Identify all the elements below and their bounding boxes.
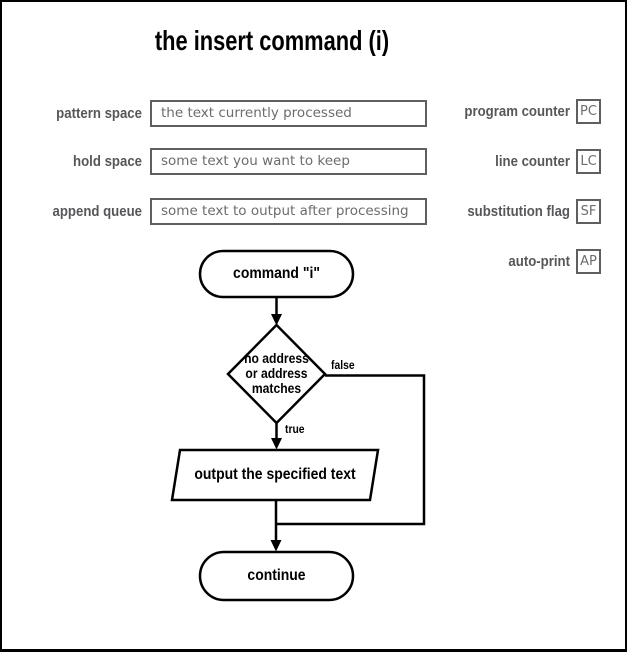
append-queue-label: append queue bbox=[52, 203, 142, 220]
false-branch-label: false bbox=[331, 360, 355, 372]
pattern-space-box: the text currently processed bbox=[150, 100, 427, 127]
decision-line-3: matches bbox=[251, 381, 302, 396]
true-branch-label: true bbox=[285, 424, 305, 436]
append-queue-box: some text to output after processing bbox=[150, 198, 427, 225]
arrowhead-into-process bbox=[271, 438, 282, 450]
decision-node-label: no address or address matches bbox=[220, 351, 333, 396]
auto-print-box: AP bbox=[576, 249, 601, 274]
pattern-space-label: pattern space bbox=[56, 105, 142, 122]
program-counter-label: program counter bbox=[464, 103, 570, 120]
pattern-space-value: the text currently processed bbox=[161, 105, 352, 121]
process-node-label: output the specified text bbox=[194, 466, 356, 483]
program-counter-box: PC bbox=[576, 99, 601, 124]
decision-line-1: no address bbox=[244, 351, 309, 366]
line-counter-box: LC bbox=[576, 149, 601, 174]
substitution-flag-box: SF bbox=[576, 199, 601, 224]
hold-space-box: some text you want to keep bbox=[150, 148, 427, 175]
auto-print-label: auto-print bbox=[508, 253, 570, 270]
decision-line-2: or address bbox=[245, 366, 308, 381]
line-counter-label: line counter bbox=[495, 153, 570, 170]
hold-space-value: some text you want to keep bbox=[161, 153, 350, 169]
arrowhead-into-end bbox=[270, 540, 282, 552]
start-node-label: command "i" bbox=[233, 265, 320, 282]
end-terminator-shape bbox=[198, 550, 355, 602]
substitution-flag-label: substitution flag bbox=[467, 203, 570, 220]
append-queue-value: some text to output after processing bbox=[161, 203, 409, 219]
process-parallelogram-shape bbox=[170, 448, 380, 502]
false-branch-connector bbox=[276, 374, 426, 526]
page-title: the insert command (i) bbox=[154, 25, 390, 56]
arrowhead-into-decision bbox=[271, 314, 282, 326]
end-node-label: continue bbox=[247, 567, 306, 584]
hold-space-label: hold space bbox=[73, 153, 142, 170]
